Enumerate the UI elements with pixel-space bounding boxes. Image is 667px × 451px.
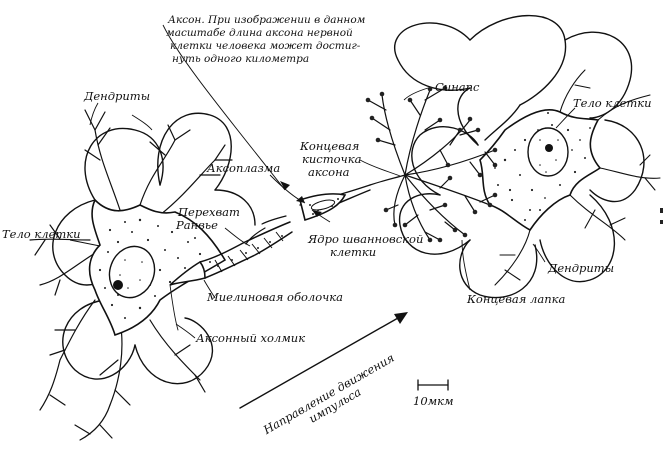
schwann-line-2: клетки xyxy=(330,245,376,259)
ranvier-line-1: Перехват xyxy=(177,205,240,219)
impulse-line-1: Направление движения xyxy=(260,351,397,438)
svg-text:масштабе длина аксона нервной: масштабе длина аксона нервной xyxy=(166,27,353,39)
edge-marks xyxy=(660,208,663,224)
impulse-direction-label: Направление движения импульса xyxy=(260,351,397,438)
svg-text:нуть одного километра: нуть одного километра xyxy=(172,53,309,65)
axon-hillock xyxy=(169,284,179,331)
scale-bar-label: 10мкм xyxy=(413,394,454,408)
axon-note-line-1: Аксон. При изображении в данном xyxy=(167,14,365,26)
dendrites-right-label: Дендриты xyxy=(547,261,614,275)
terminal-brush-label: Концевая кисточка аксона xyxy=(299,139,362,179)
ranvier-line-2: Ранвье xyxy=(175,218,218,232)
schwann-line-1: Ядро шванновской xyxy=(307,232,423,246)
right-neuron-dendrite-outlines xyxy=(394,14,645,299)
terminal-brush-line-2: кисточка xyxy=(302,152,362,166)
end-foot-label: Концевая лапка xyxy=(466,292,566,306)
axoplasm-label: Аксоплазма xyxy=(206,161,280,175)
left-cell-body xyxy=(88,198,227,337)
schwann-nucleus-label: Ядро шванновской клетки xyxy=(307,232,423,259)
left-axon-myelin xyxy=(169,215,293,286)
right-dendrite-twigs xyxy=(494,69,661,286)
cell-body-left-label: Тело клетки xyxy=(2,227,81,241)
terminal-brush-line-3: аксона xyxy=(308,165,350,179)
ranvier-label: Перехват Ранвье xyxy=(175,205,240,232)
scale-bar xyxy=(417,379,449,391)
svg-text:Аксон. При изображении в данно: Аксон. При изображении в данном xyxy=(167,14,365,26)
right-cell-body xyxy=(479,108,602,232)
axon-terminal-brush xyxy=(367,87,496,241)
dendrites-left-label: Дендриты xyxy=(83,89,150,103)
myelin-label: Миелиновая оболочка xyxy=(206,290,343,304)
axon-note-line-4: нуть одного километра xyxy=(172,53,309,65)
synapse-endings xyxy=(365,85,498,243)
axon-note-line-3: клетки человека может достиг- xyxy=(170,40,361,52)
axon-middle-segment xyxy=(299,184,371,222)
svg-text:клетки человека может достиг-: клетки человека может достиг- xyxy=(170,40,361,52)
terminal-brush-line-1: Концевая xyxy=(299,139,359,153)
impulse-direction-arrow[interactable] xyxy=(239,312,408,409)
label-pointers xyxy=(69,24,576,339)
axon-hillock-label: Аксонный холмик xyxy=(195,331,305,345)
axon-note-line-2: масштабе длина аксона нервной xyxy=(166,27,353,39)
left-dendrite-twigs xyxy=(29,109,233,441)
axon-note-label: Аксон. При изображении в данном масштабе… xyxy=(166,14,365,65)
cell-body-right-label: Тело клетки xyxy=(573,96,652,110)
synapse-label: Синапс xyxy=(435,80,480,94)
